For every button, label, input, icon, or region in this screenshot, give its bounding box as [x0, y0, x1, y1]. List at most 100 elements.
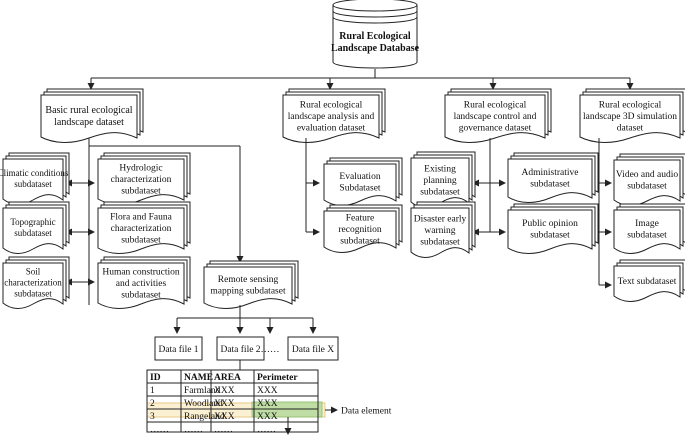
subdataset-topographic-label-line: subdataset: [14, 228, 52, 238]
dataset-analysis-label-line: landscape analysis and: [288, 112, 375, 122]
table-cell: 2: [150, 399, 155, 409]
database-top: [332, 0, 418, 12]
subdataset-remote-label-line: Remote sensing: [218, 275, 279, 285]
table-cell: 3: [150, 412, 155, 422]
data-file-2[interactable]: Data file 2: [216, 336, 265, 361]
document-stack-sheet: [323, 163, 397, 206]
subdataset-administrative[interactable]: Administrative subdataset: [507, 152, 599, 203]
data-file-1-frame: [154, 336, 203, 361]
subdataset-image-label-line: subdataset: [627, 231, 667, 241]
dataset-sim3d-label-line: Rural ecological: [599, 100, 662, 110]
table-cell: ……: [257, 425, 276, 435]
dataset-control-label-line: Rural ecological: [464, 100, 527, 110]
subdataset-hydrologic-label-line: subdataset: [121, 186, 161, 196]
document-stack-sheet: [97, 207, 185, 254]
subdataset-topographic-label-line: Topographic: [10, 217, 55, 227]
subdataset-video-label-line: Video and audio: [616, 170, 678, 180]
subdataset-text-label-line: Text subdataset: [618, 277, 677, 287]
document-stack-sheet: [323, 210, 397, 253]
dataset-analysis[interactable]: Rural ecological landscape analysis andev…: [282, 88, 386, 143]
subdataset-opinion-label-line: subdataset: [530, 231, 570, 241]
subdataset-soil-label-line: subdataset: [14, 289, 52, 299]
table-cell: XXX: [214, 412, 235, 422]
subdataset-opinion[interactable]: Public opinion subdataset: [507, 203, 599, 254]
database-body: [332, 5, 418, 69]
dataset-basic-label-line: Basic rural ecological: [45, 105, 132, 116]
table-cell: Farmland: [184, 386, 221, 396]
subdataset-image[interactable]: Image subdataset: [613, 203, 685, 254]
table-cell: XXX: [257, 399, 278, 409]
data-file-x-label: Data file X: [292, 344, 334, 355]
subdataset-video[interactable]: Video and audio subdataset: [613, 153, 685, 206]
data-file-x[interactable]: Data file X: [287, 336, 339, 361]
table-header-cell: AREA: [214, 373, 241, 383]
table-cell: ……: [184, 425, 203, 435]
table-cell: XXX: [257, 412, 278, 422]
document-stack-sheet: [97, 262, 185, 309]
subdataset-evaluation-label-line: Subdataset: [339, 184, 381, 194]
document-stack-sheet: [2, 262, 64, 309]
document-stack-sheet: [579, 94, 681, 143]
subdataset-warning-label-line: subdataset: [420, 237, 460, 247]
subdataset-climatic-label-line: subdataset: [14, 179, 52, 189]
subdataset-flora[interactable]: Flora and Faunacharacterizationsubdatase…: [97, 201, 191, 254]
data-file-1[interactable]: Data file 1: [154, 336, 203, 361]
subdataset-warning-label-line: Disaster early: [414, 214, 467, 224]
dataset-control-label-line: landscape control and: [454, 112, 537, 122]
document-stack-sheet: [444, 94, 546, 143]
table-cell: XXX: [257, 386, 278, 396]
data-file-ellipsis: ……: [261, 345, 280, 355]
table-cell: 1: [150, 386, 155, 396]
table-cell: ……: [150, 425, 169, 435]
subdataset-opinion-label-line: Public opinion: [522, 219, 578, 229]
subdataset-administrative-label-line: subdataset: [530, 180, 570, 190]
subdataset-planning-label-line: subdataset: [420, 187, 460, 197]
dataset-analysis-label-line: Rural ecological: [300, 100, 363, 110]
subdataset-warning-label-line: warning: [424, 226, 455, 236]
subdataset-feature-label-line: subdataset: [340, 236, 380, 246]
table-cell: XXX: [214, 386, 235, 396]
subdataset-climatic-label-line: Climatic conditions: [0, 168, 69, 178]
database-ring: [332, 16, 418, 24]
document-stack-sheet: [410, 207, 470, 258]
dataset-sim3d[interactable]: Rural ecological landscape 3D simulationd…: [579, 88, 685, 143]
subdataset-flora-label-line: subdataset: [121, 235, 161, 245]
subdataset-planning-label-line: Existing: [424, 164, 456, 174]
dataset-sim3d-label-line: landscape 3D simulation: [583, 112, 677, 122]
subdataset-administrative-label-line: Administrative: [522, 168, 579, 178]
subdataset-soil-label-line: characterization: [4, 278, 62, 288]
table-frame: [146, 369, 319, 433]
subdataset-human-label-line: subdataset: [121, 290, 161, 300]
table-cell: Woodland: [184, 399, 223, 409]
table-header-cell: Perimeter: [257, 373, 298, 383]
data-element-label: Data element: [341, 407, 392, 417]
subdataset-text[interactable]: Text subdataset: [613, 259, 685, 302]
data-file-1-label: Data file 1: [158, 344, 198, 355]
table-cell: XXX: [214, 399, 235, 409]
subdataset-feature-label-line: recognition: [338, 225, 382, 235]
document-stack-sheet: [2, 207, 64, 254]
dataset-analysis-label-line: evaluation dataset: [297, 123, 366, 133]
dataset-sim3d-label-line: dataset: [617, 123, 644, 133]
subdataset-feature-label-line: Feature: [346, 213, 375, 223]
database-ring: [332, 10, 418, 18]
subdataset-video-label-line: subdataset: [627, 182, 667, 192]
subdataset-image-label-line: Image: [635, 219, 659, 229]
table-cell: Rangeland: [184, 412, 225, 422]
data-file-x-frame: [287, 336, 339, 361]
